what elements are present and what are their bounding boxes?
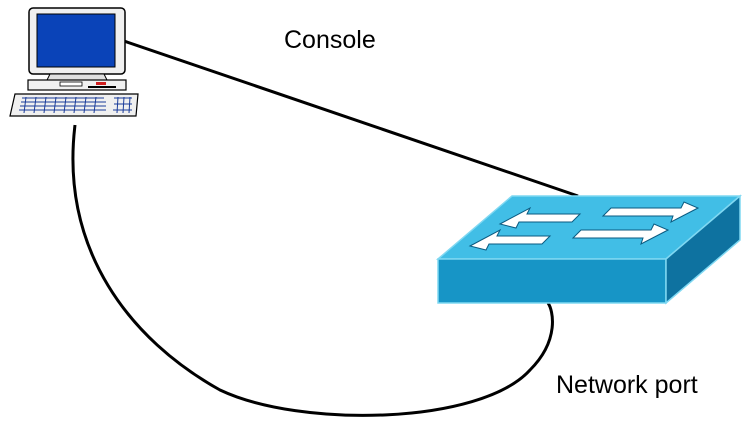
console-label: Console	[284, 26, 376, 54]
network-switch-icon	[435, 194, 743, 305]
network-port-label: Network port	[556, 371, 698, 399]
network-cable	[71, 124, 554, 417]
computer-icon	[9, 7, 139, 117]
console-cable	[123, 39, 579, 198]
